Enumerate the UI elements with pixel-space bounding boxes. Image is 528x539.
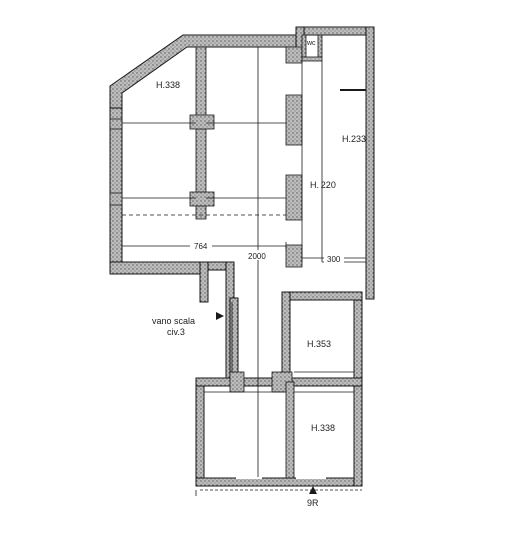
- room-labels: H.338 H.233 H. 220 H.353 H.338 wc: [156, 40, 366, 433]
- room-mid-height: H.353: [307, 339, 331, 349]
- entrance-arrow-icon: [216, 312, 317, 494]
- dim-2000: 2000: [248, 252, 266, 261]
- dim-764: 764: [194, 242, 208, 251]
- dim-300: 300: [327, 255, 341, 264]
- room-nw-height: H.338: [156, 80, 180, 90]
- room-ne-height: H.233: [342, 134, 366, 144]
- corridor-height: H. 220: [310, 180, 336, 190]
- stair-label-line2: civ.3: [167, 327, 185, 337]
- interior-walls: [109, 34, 323, 479]
- entrance-label: 9R: [307, 498, 319, 508]
- room-se-height: H.338: [311, 423, 335, 433]
- plan-lines: [121, 26, 375, 496]
- stair-note: vano scala civ.3: [152, 316, 195, 337]
- dimension-labels: 764 2000 300: [190, 240, 344, 264]
- wc-label: wc: [306, 40, 316, 47]
- stair-label-line1: vano scala: [152, 316, 195, 326]
